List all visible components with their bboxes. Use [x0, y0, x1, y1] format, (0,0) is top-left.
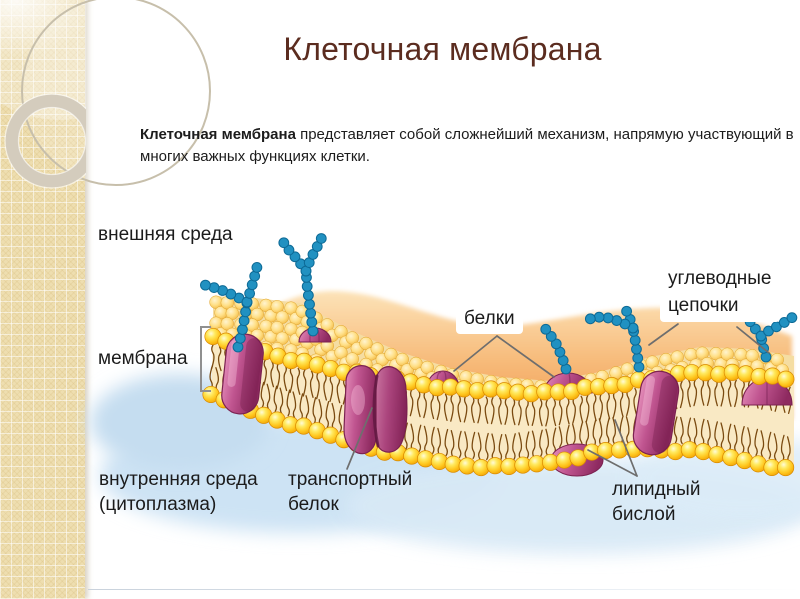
protein-bulge — [550, 443, 604, 477]
decorative-sidebar — [0, 0, 85, 599]
protein-dome-left — [298, 327, 332, 343]
protein-dome-mid — [426, 370, 460, 389]
protein-dome-right — [543, 372, 593, 394]
cytoplasm-region — [90, 374, 800, 554]
protein-left — [221, 333, 264, 415]
label-inner-medium: внутренняя среда(цитоплазма) — [99, 469, 258, 515]
intro-paragraph-bold: Клеточная мембрана — [140, 126, 296, 143]
pointer-lines — [200, 323, 770, 477]
intro-paragraph-line1: представляет собой сложнейший механизм, … — [295, 126, 794, 143]
protein-dome-far-right — [741, 377, 793, 406]
membrane-bracket — [200, 326, 211, 392]
label-proteins: белки — [456, 303, 523, 334]
transport-protein — [343, 365, 408, 455]
protein-right-tall — [632, 370, 680, 456]
membrane-proteins — [221, 333, 680, 456]
footer-divider — [88, 589, 800, 590]
intro-paragraph-line2: многих важных функциях клетки. — [140, 148, 370, 165]
page-title: Клеточная мембрана — [283, 31, 602, 67]
label-outer-medium: внешняя среда — [98, 224, 233, 245]
intro-paragraph: Клеточная мембрана представляет собой сл… — [140, 124, 795, 168]
label-membrane: мембрана — [98, 348, 188, 369]
